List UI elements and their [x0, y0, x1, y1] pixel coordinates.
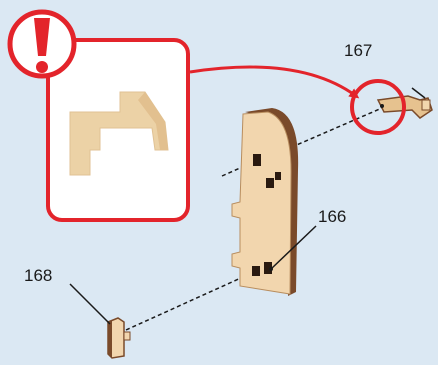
- warning-badge: [10, 12, 74, 76]
- part-label-167: 167: [344, 41, 372, 60]
- part-label-166: 166: [318, 207, 346, 226]
- detail-inset-box: [48, 40, 188, 220]
- part-label-168: 168: [24, 266, 52, 285]
